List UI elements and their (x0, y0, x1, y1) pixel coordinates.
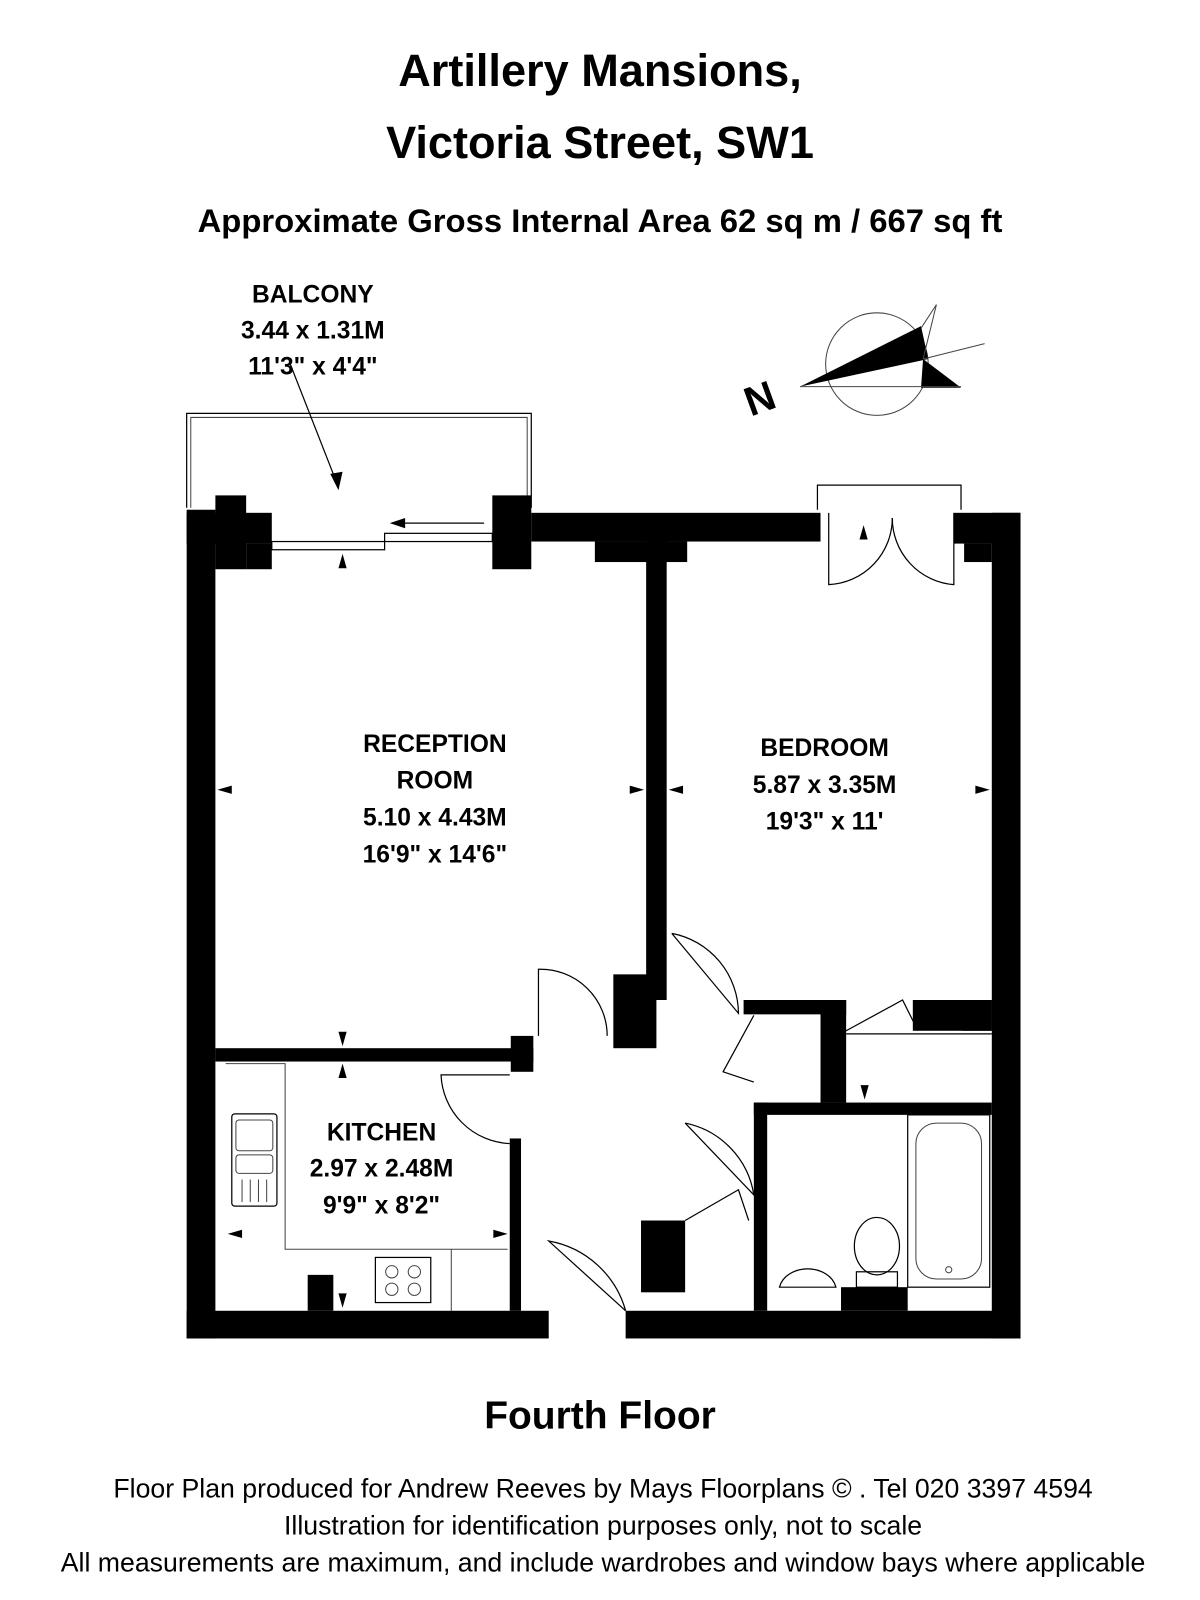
kitchen-fittings (225, 1063, 508, 1311)
floor-label: Fourth Floor (484, 1395, 716, 1438)
reception-name-2: ROOM (397, 768, 474, 795)
balcony-metric: 3.44 x 1.31M (241, 317, 385, 344)
bedroom-imperial: 19'3" x 11' (766, 809, 884, 836)
kitchen-metric: 2.97 x 2.48M (310, 1155, 454, 1182)
title-line-2: Victoria Street, SW1 (386, 117, 814, 168)
north-label: N (738, 372, 782, 425)
reception-name-1: RECEPTION (363, 731, 507, 758)
hob-icon (374, 1256, 432, 1304)
title-line-1: Artillery Mansions, (398, 45, 802, 96)
kitchen-imperial: 9'9" x 8'2" (323, 1192, 440, 1219)
doors (440, 512, 955, 1312)
reception-window-sliding-door (271, 517, 493, 551)
balcony-imperial: 11'3" x 4'4" (248, 353, 377, 380)
basin-icon (778, 1268, 837, 1288)
reception-room-label: RECEPTION ROOM 5.10 x 4.43M 16'9" x 14'6… (363, 731, 508, 869)
bedroom-label: BEDROOM 5.87 x 3.35M 19'3" x 11' (753, 735, 897, 836)
gross-area: Approximate Gross Internal Area 62 sq m … (198, 202, 1003, 239)
toilet-icon (853, 1216, 901, 1288)
balcony-label: BALCONY (252, 282, 374, 309)
footer-line-1: Floor Plan produced for Andrew Reeves by… (113, 1473, 1093, 1503)
walls (186, 495, 1021, 1339)
balcony: BALCONY 3.44 x 1.31M 11'3" x 4'4" (186, 282, 532, 508)
kitchen-name: KITCHEN (327, 1120, 436, 1147)
reception-metric: 5.10 x 4.43M (363, 805, 507, 832)
bedroom-juliet-balcony (816, 484, 962, 510)
kitchen-label: KITCHEN 2.97 x 2.48M 9'9" x 8'2" (310, 1120, 454, 1220)
dimension-arrows (217, 525, 990, 1308)
reception-imperial: 16'9" x 14'6" (363, 842, 508, 869)
bathroom-fittings (778, 1114, 991, 1288)
bath-icon (907, 1114, 991, 1288)
footer-line-3: All measurements are maximum, and includ… (61, 1547, 1146, 1577)
bedroom-metric: 5.87 x 3.35M (753, 772, 897, 799)
north-compass-icon: N (738, 304, 985, 425)
footer-line-2: Illustration for identification purposes… (284, 1510, 922, 1540)
sink-icon (231, 1113, 278, 1207)
bedroom-name: BEDROOM (760, 735, 889, 762)
